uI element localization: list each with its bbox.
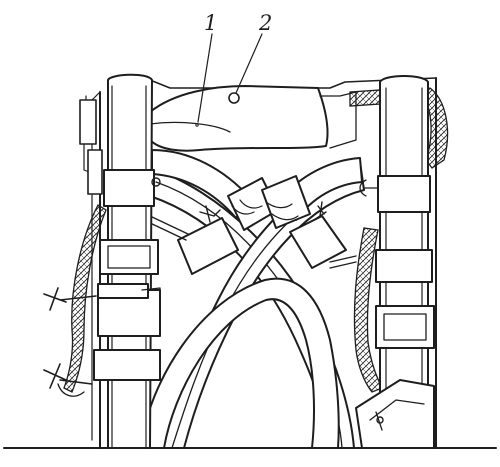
callout-label-2: 2: [259, 11, 273, 35]
right-riser-fitting: [375, 305, 435, 349]
right-riser-loop: [377, 175, 431, 213]
left-braided-cord: [63, 204, 107, 393]
callout-2-leader: [235, 33, 263, 94]
right-braided-cord: [353, 227, 383, 393]
buckle-tab-right: [289, 215, 347, 269]
left-riser-strap: [83, 73, 161, 449]
right-top-braid: [349, 89, 381, 107]
left-side-fittings: [43, 99, 161, 397]
right-riser-buckle: [375, 249, 433, 283]
fastener-pins: [147, 201, 357, 269]
left-riser-fitting: [93, 349, 161, 381]
bottom-right-fitting: [355, 379, 435, 449]
callout-1-leader: [197, 33, 213, 123]
left-riser-buckle: [99, 239, 159, 275]
top-pack-panel: [149, 85, 357, 152]
buckle-tab-left: [177, 217, 239, 275]
left-riser-loop: [103, 169, 155, 207]
inner-arch-strap: [139, 277, 340, 449]
panel-grommet: [228, 92, 240, 104]
chest-strap-left: [151, 149, 251, 219]
center-buckle-right: [261, 175, 347, 269]
callout-label-1: 1: [204, 11, 218, 35]
right-riser-strap: [359, 75, 435, 449]
